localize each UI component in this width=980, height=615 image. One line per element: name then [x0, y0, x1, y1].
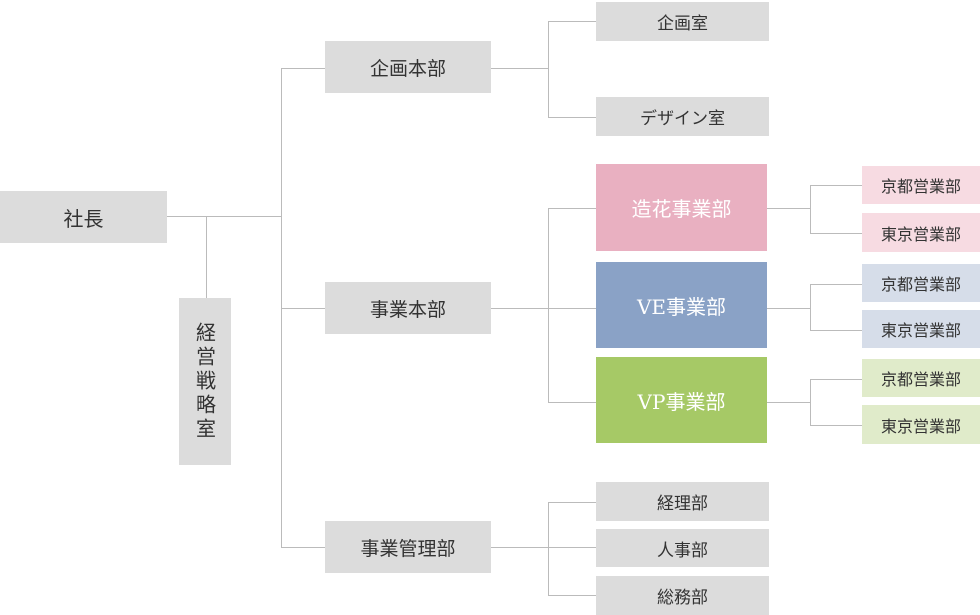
node-business-hq: 事業本部: [325, 282, 491, 334]
node-branch-ve-kyoto: 京都営業部: [862, 264, 980, 302]
node-admin-division: 事業管理部: [325, 521, 491, 573]
node-division-ve: VE事業部: [596, 262, 767, 348]
node-planning-hq: 企画本部: [325, 41, 491, 93]
node-planning-office: 企画室: [596, 2, 769, 41]
node-branch-vp-tokyo: 東京営業部: [862, 405, 980, 444]
node-branch-flower-kyoto: 京都営業部: [862, 166, 980, 204]
node-president: 社長: [0, 191, 167, 243]
node-general-affairs: 総務部: [596, 576, 769, 615]
node-strategy-office-label: 経営戦略室: [192, 321, 217, 442]
node-branch-ve-tokyo: 東京営業部: [862, 310, 980, 348]
node-design-office: デザイン室: [596, 97, 769, 136]
node-division-flower: 造花事業部: [596, 164, 767, 251]
node-strategy-office: 経営戦略室: [179, 298, 231, 465]
node-branch-vp-kyoto: 京都営業部: [862, 359, 980, 397]
node-accounting: 経理部: [596, 482, 769, 521]
node-division-vp: VP事業部: [596, 357, 767, 443]
node-hr: 人事部: [596, 529, 769, 567]
node-branch-flower-tokyo: 東京営業部: [862, 213, 980, 252]
